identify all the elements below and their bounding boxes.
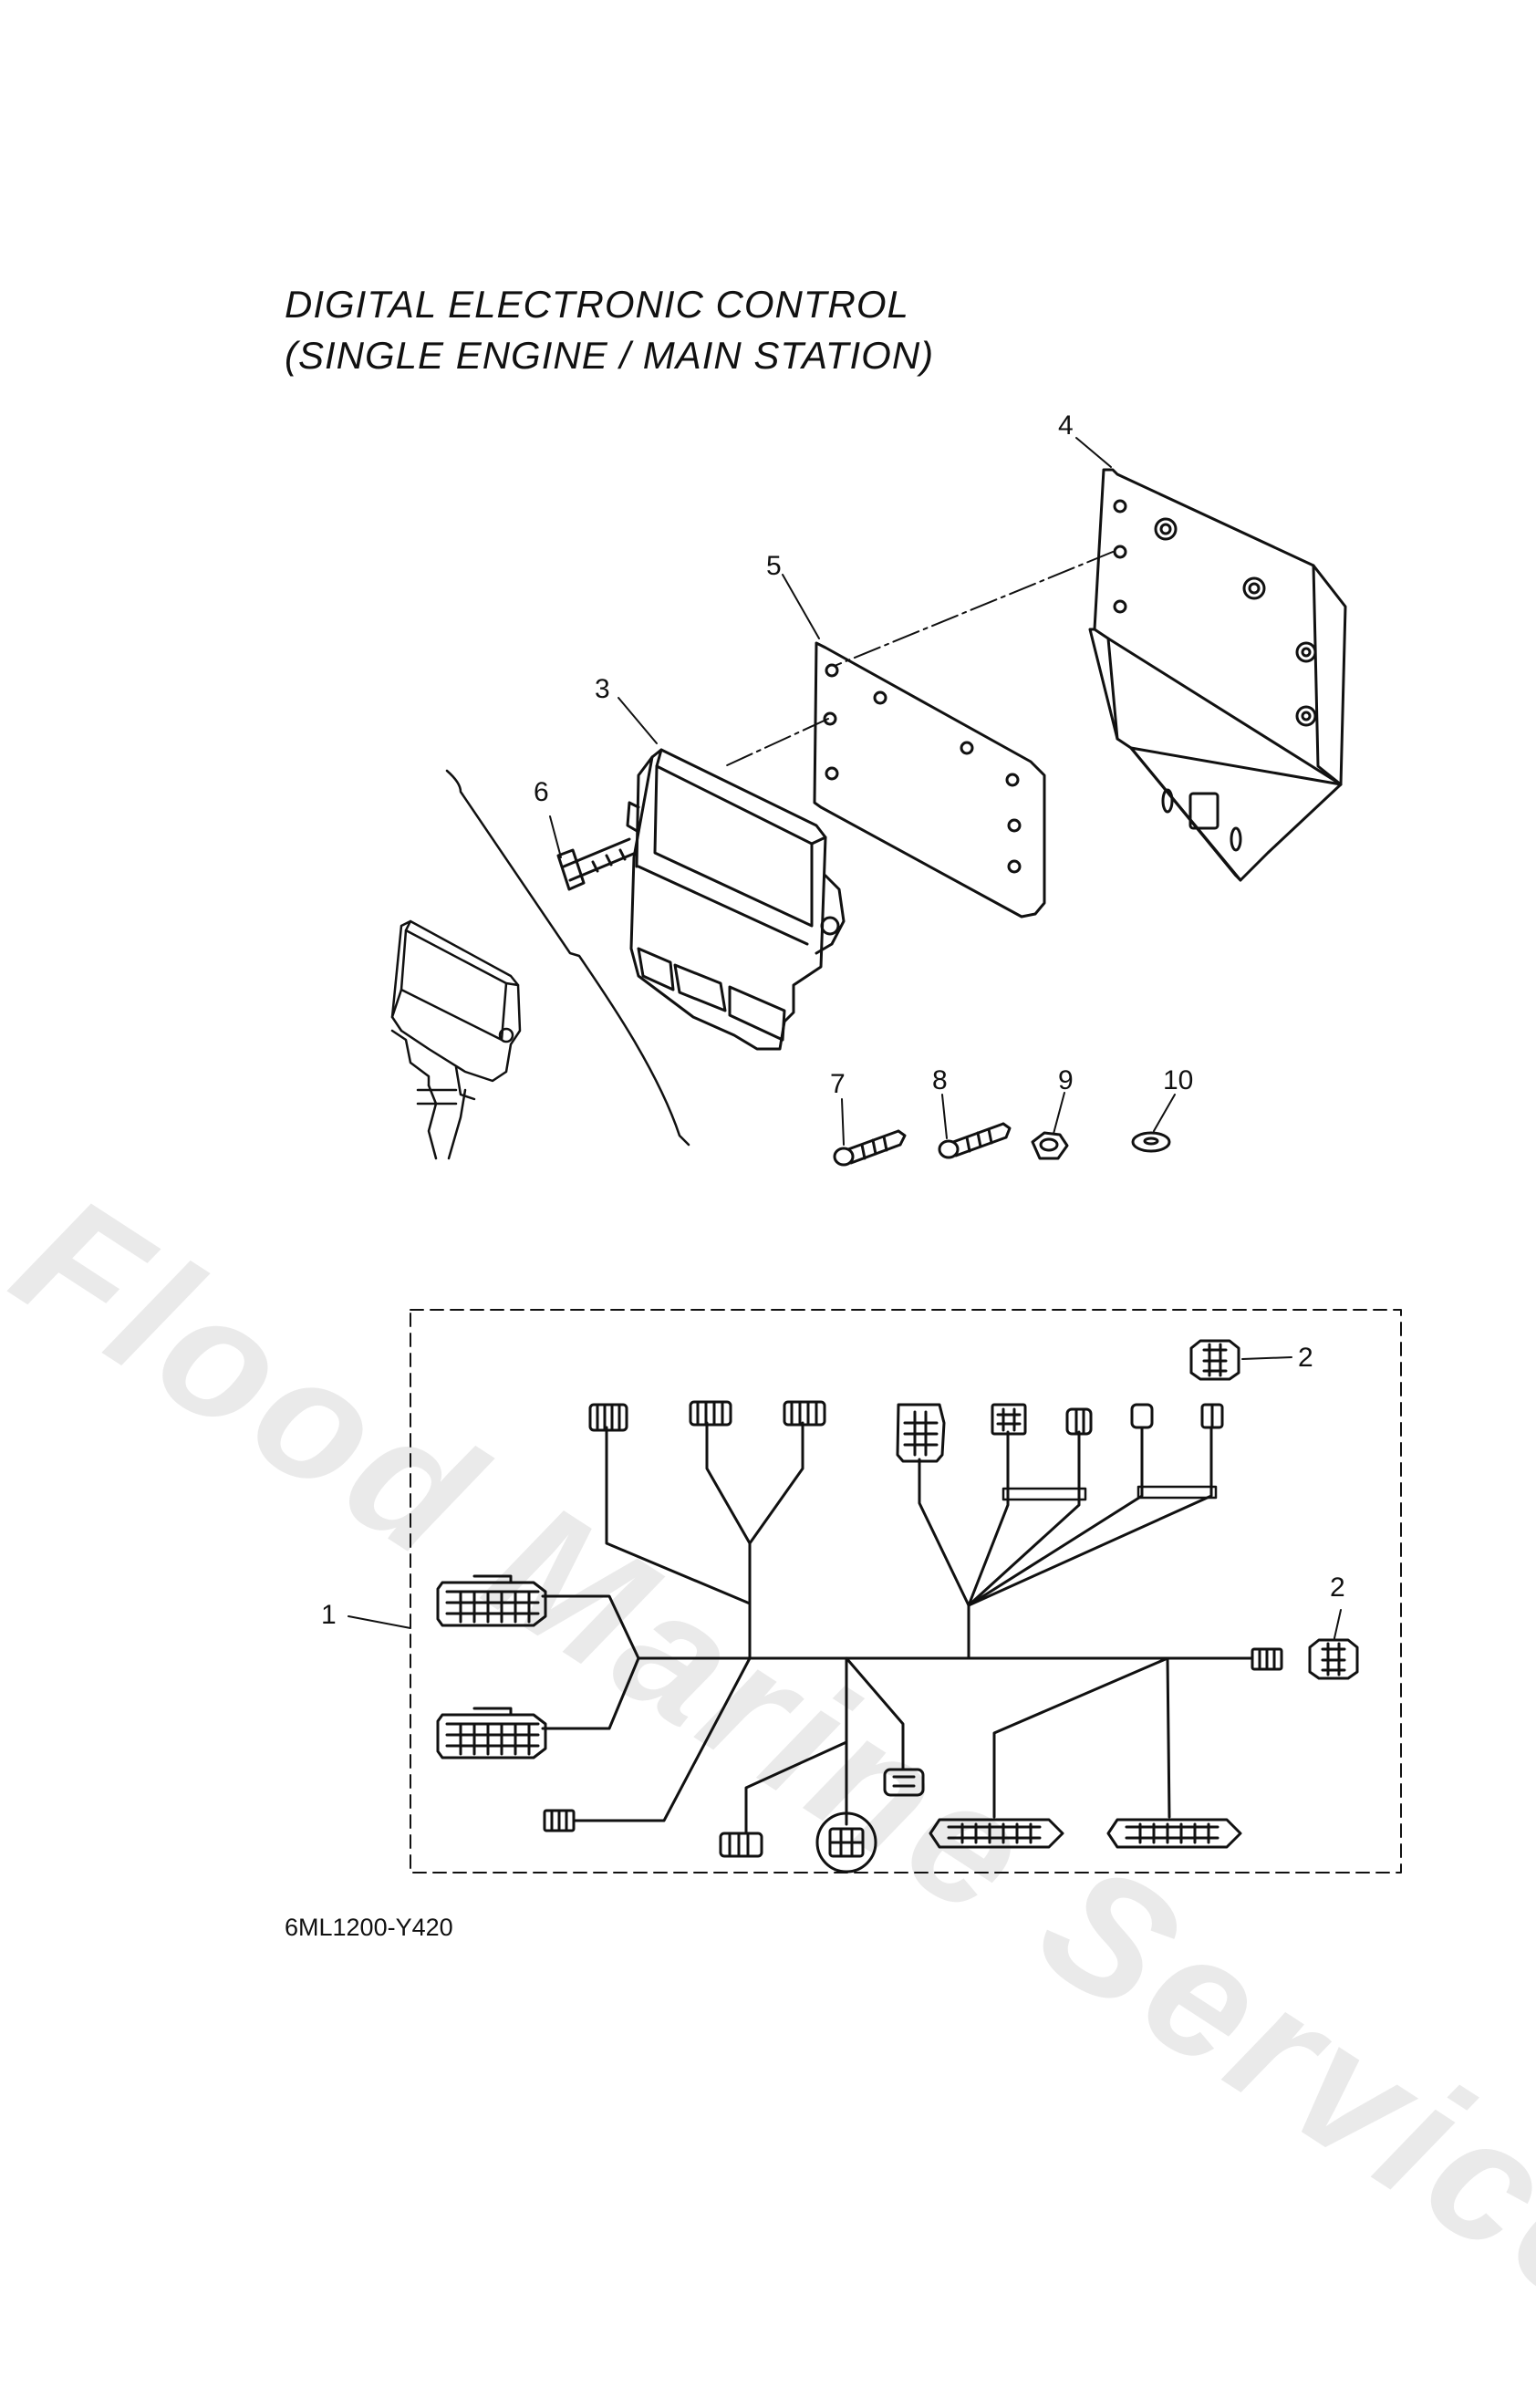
diagram-code: 6ML1200-Y420 <box>285 1914 453 1941</box>
harness-kit-boundary <box>410 1309 1402 1873</box>
callout-6: 6 <box>534 777 549 807</box>
part-10-washer <box>1131 1131 1171 1153</box>
callout-9: 9 <box>1058 1065 1074 1095</box>
part-1-wire-harness <box>436 1400 1283 1873</box>
diagram-title-line1: DIGITAL ELECTRONIC CONTROL <box>285 283 909 326</box>
callout-10: 10 <box>1163 1065 1193 1095</box>
part-3-ecu <box>626 748 846 1051</box>
callout-leaders <box>348 437 1342 1639</box>
part-2-connector-right <box>1308 1638 1359 1680</box>
callout-2-right: 2 <box>1330 1572 1345 1603</box>
callout-5: 5 <box>766 551 782 581</box>
inset-ecu-reference <box>390 769 690 1160</box>
part-5-plate <box>813 641 1046 919</box>
callout-8: 8 <box>932 1065 948 1095</box>
part-8-screw <box>938 1122 1012 1159</box>
parts-diagram: 4 5 3 6 7 8 9 10 1 2 2 <box>321 410 1402 1873</box>
part-2-connector-top <box>1189 1339 1240 1381</box>
callout-3: 3 <box>595 674 610 704</box>
callout-2-top: 2 <box>1298 1343 1313 1373</box>
part-9-nut <box>1031 1131 1069 1160</box>
part-4-bracket <box>1088 468 1347 882</box>
callout-7: 7 <box>830 1069 846 1099</box>
callout-1: 1 <box>321 1600 337 1630</box>
part-7-screw <box>833 1129 907 1167</box>
part-6-bolt <box>556 837 638 891</box>
callout-4: 4 <box>1058 410 1074 441</box>
diagram-title-line2: (SINGLE ENGINE / MAIN STATION) <box>285 334 935 377</box>
